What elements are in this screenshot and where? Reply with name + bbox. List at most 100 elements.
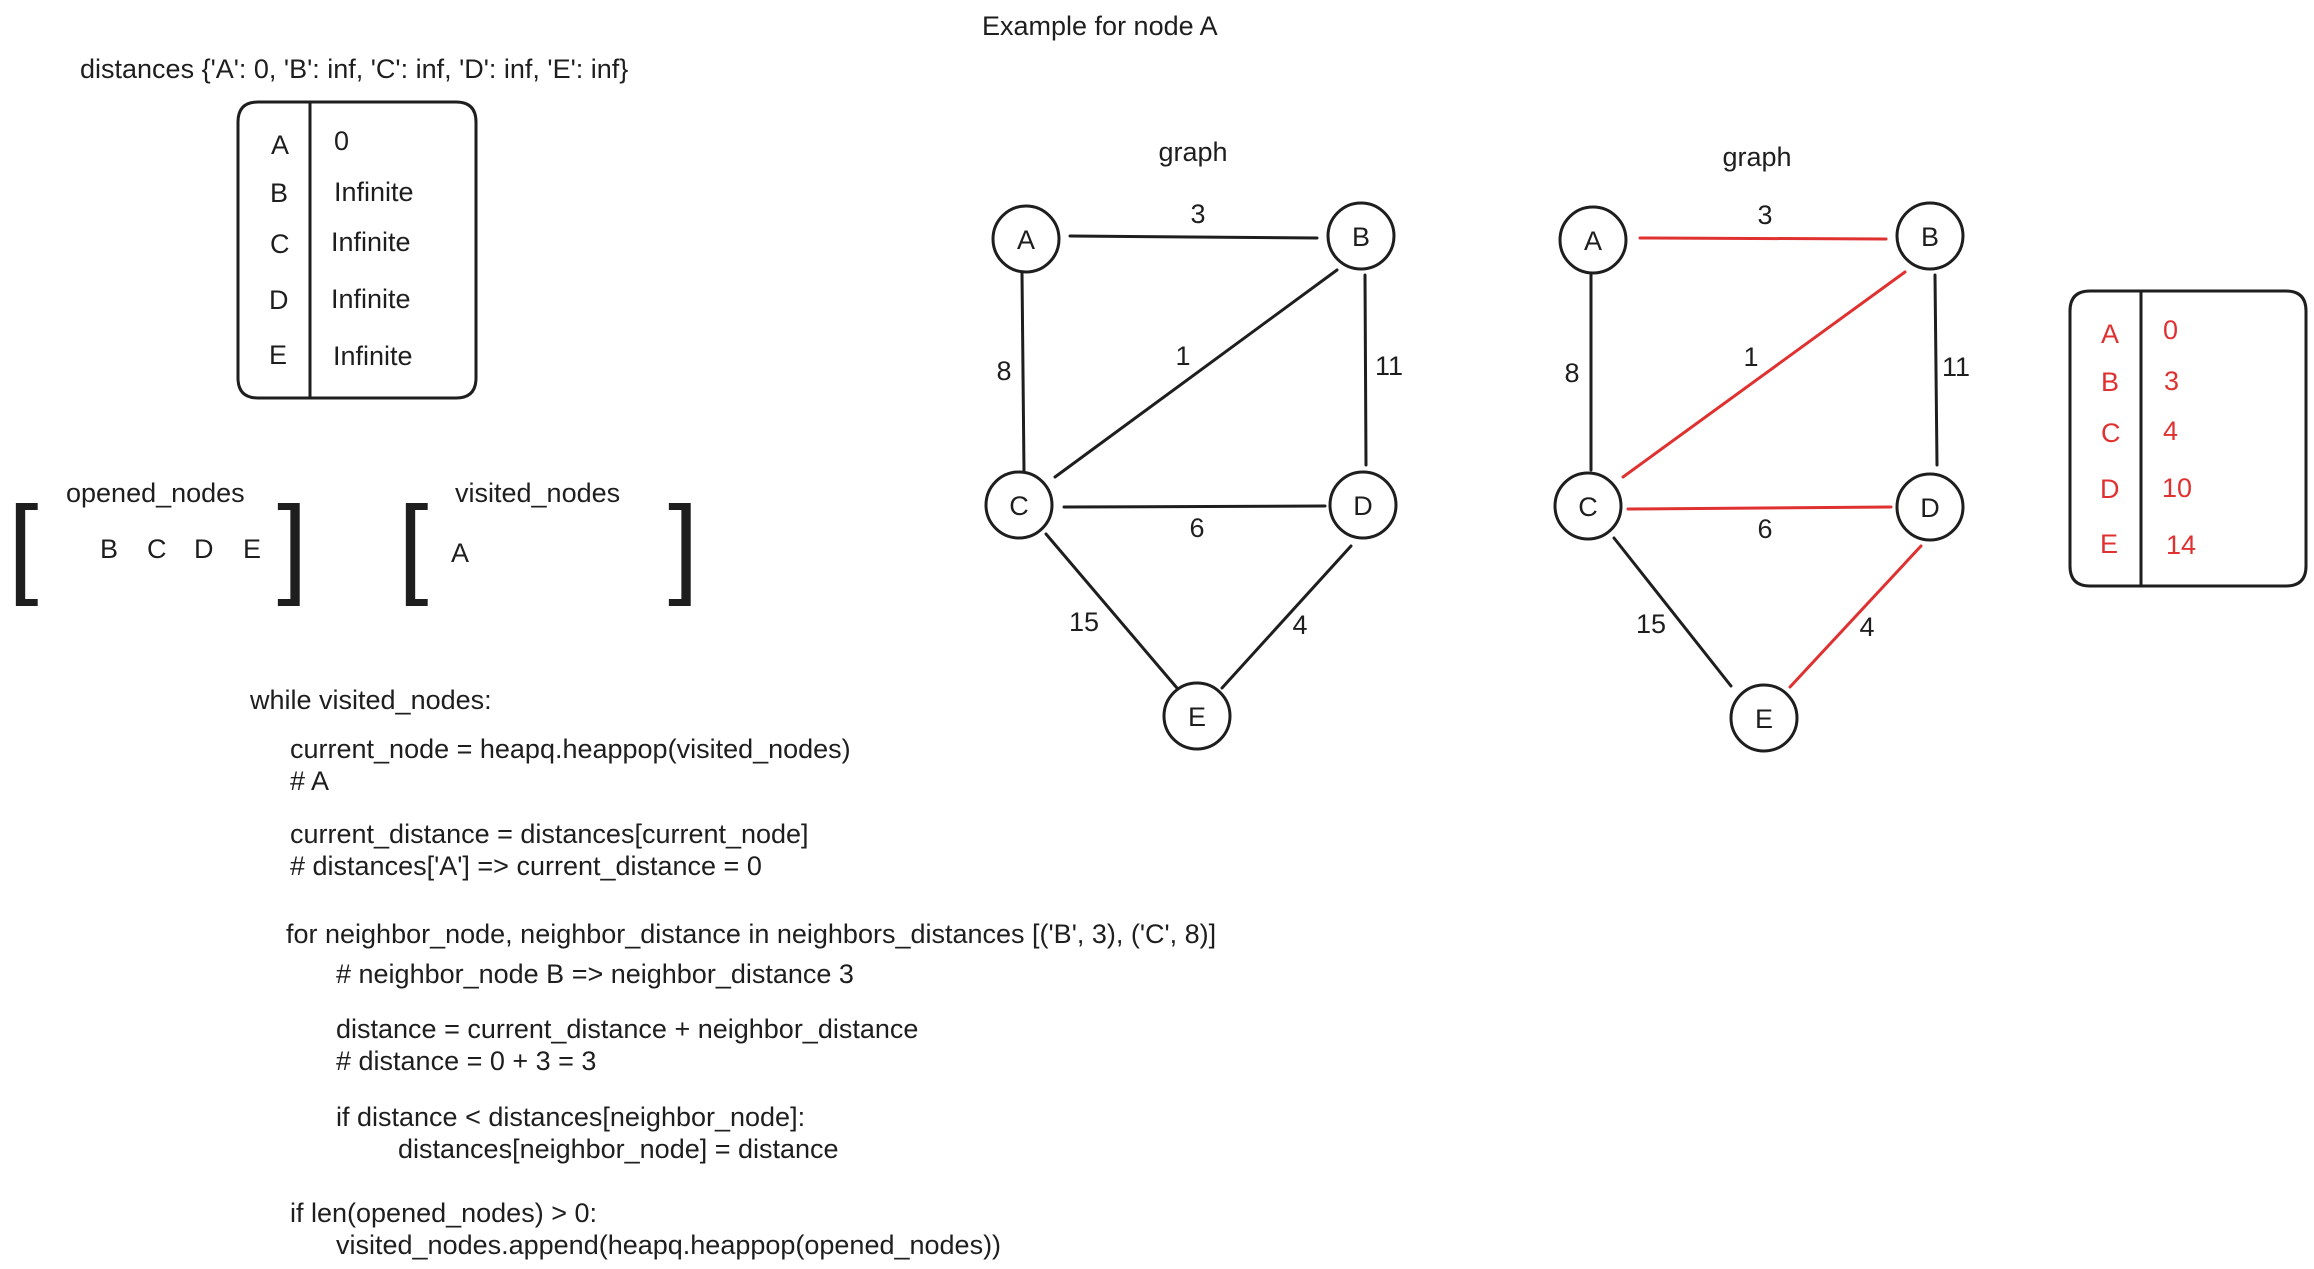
graph2-edge-weight-c-d: 6: [1757, 514, 1772, 544]
graph1-edge-weight-d-e: 4: [1292, 610, 1307, 640]
graph1-edge-b-d: [1363, 273, 1368, 467]
table1-node-d: D: [269, 285, 289, 315]
graph1-edge-c-d: [1062, 504, 1327, 509]
graph-left-title: graph: [1158, 137, 1227, 167]
graph2-edge-weight-b-c: 1: [1743, 342, 1758, 372]
table2-node-a: A: [2101, 319, 2120, 349]
table1-node-e: E: [269, 340, 288, 370]
visited-open-bracket: [: [398, 484, 429, 607]
code-line: for neighbor_node, neighbor_distance in …: [286, 919, 1217, 949]
opened-node-e: E: [243, 534, 262, 564]
opened-close-bracket: ]: [277, 484, 308, 607]
graph1-edge-weight-b-d: 11: [1375, 351, 1403, 381]
graph2-edge-d-e: [1788, 544, 1923, 689]
graph2-edge-weight-d-e: 4: [1859, 612, 1874, 642]
opened-nodes-label: opened_nodes: [66, 478, 245, 508]
graph1-node-label-d: D: [1353, 491, 1373, 521]
graph1-edge-weight-a-b: 3: [1190, 199, 1205, 229]
graph2-node-label-c: C: [1578, 492, 1598, 522]
graph1-edge-d-e: [1220, 544, 1353, 690]
graph1-edge-weight-a-c: 8: [996, 356, 1011, 386]
table2-value-b: 3: [2164, 366, 2180, 396]
graph1-edge-a-c: [1020, 271, 1026, 474]
graph-right-title: graph: [1722, 142, 1791, 172]
graph1-node-circle-c: [984, 470, 1054, 540]
table1-value-a: 0: [334, 126, 350, 156]
graph2-node-circle-e: [1729, 683, 1799, 753]
visited-close-bracket: ]: [668, 484, 699, 607]
table2-value-a: 0: [2163, 315, 2179, 345]
graph1-edge-c-e: [1044, 532, 1179, 690]
graph1-node-circle-a: [991, 204, 1061, 274]
graph2-node-circle-c: [1553, 471, 1623, 541]
graph2-edge-a-b: [1638, 236, 1888, 241]
graph1-edge-weight-c-e: 15: [1069, 607, 1099, 637]
graph1-node-circle-d: [1328, 470, 1398, 540]
table2-value-e: 14: [2166, 530, 2197, 560]
graph2-edge-c-d: [1626, 505, 1893, 511]
code-line: # neighbor_node B => neighbor_distance 3: [336, 959, 854, 989]
graph1-node-label-e: E: [1188, 702, 1206, 732]
graph1-edge-weight-c-d: 6: [1189, 513, 1204, 543]
table1-node-a: A: [271, 130, 290, 160]
graph1-edge-b-c: [1053, 268, 1339, 479]
code-line: # distances['A'] => current_distance = 0: [290, 851, 762, 881]
graph1-node-circle-e: [1162, 681, 1232, 751]
graph1-edge-weight-b-c: 1: [1175, 341, 1190, 371]
page-title: Example for node A: [982, 11, 1218, 41]
code-line: distances[neighbor_node] = distance: [398, 1134, 839, 1164]
code-line: current_distance = distances[current_nod…: [290, 819, 809, 849]
graph2-edge-b-d: [1933, 273, 1939, 467]
code-line: # distance = 0 + 3 = 3: [336, 1046, 597, 1076]
visited-nodes-label: visited_nodes: [455, 478, 621, 508]
graph2-edge-weight-c-e: 15: [1636, 609, 1666, 639]
graph1-edge-a-b: [1068, 234, 1319, 240]
graph2-node-circle-d: [1895, 472, 1965, 542]
graph2-edge-c-e: [1612, 536, 1733, 688]
code-line: current_node = heapq.heappop(visited_nod…: [290, 734, 851, 764]
table1-node-c: C: [270, 229, 290, 259]
code-line: visited_nodes.append(heapq.heappop(opene…: [336, 1230, 1002, 1260]
code-line: # A: [290, 766, 330, 796]
graph2-edge-weight-a-c: 8: [1564, 358, 1579, 388]
graph2-edge-weight-b-d: 11: [1942, 352, 1970, 382]
code-line: while visited_nodes:: [250, 685, 492, 715]
graph2-node-label-e: E: [1755, 704, 1773, 734]
graph2-node-label-b: B: [1921, 222, 1939, 252]
opened-node-d: D: [194, 534, 214, 564]
table2-node-c: C: [2101, 418, 2121, 448]
table2-value-c: 4: [2163, 416, 2179, 446]
table2-node-d: D: [2100, 474, 2120, 504]
opened-node-b: B: [100, 534, 119, 564]
graph1-node-label-c: C: [1009, 491, 1029, 521]
graph1-node-label-b: B: [1352, 222, 1370, 252]
table2-node-e: E: [2100, 529, 2119, 559]
opened-node-c: C: [147, 534, 167, 564]
distances-label: distances {'A': 0, 'B': inf, 'C': inf, '…: [80, 54, 629, 84]
table1-value-c: Infinite: [331, 227, 411, 257]
table1-frame: [236, 100, 478, 400]
table1-value-b: Infinite: [334, 177, 414, 207]
visited-node-a: A: [451, 538, 470, 568]
code-line: distance = current_distance + neighbor_d…: [336, 1014, 919, 1044]
table1-value-e: Infinite: [333, 341, 413, 371]
graph1-node-circle-b: [1326, 201, 1396, 271]
table1-value-d: Infinite: [331, 284, 411, 314]
table2-node-b: B: [2101, 367, 2120, 397]
table2-value-d: 10: [2162, 473, 2193, 503]
code-line: if len(opened_nodes) > 0:: [290, 1198, 597, 1228]
graph1-node-label-a: A: [1017, 225, 1035, 255]
graph2-edge-b-c: [1621, 270, 1907, 479]
graph2-node-circle-a: [1558, 205, 1628, 275]
graph2-edge-weight-a-b: 3: [1757, 200, 1772, 230]
table2-frame: [2068, 289, 2308, 588]
code-line: if distance < distances[neighbor_node]:: [336, 1102, 806, 1132]
graph2-node-label-d: D: [1920, 493, 1940, 523]
table1-node-b: B: [270, 178, 289, 208]
graph2-node-label-a: A: [1584, 226, 1602, 256]
opened-open-bracket: [: [8, 484, 39, 607]
graph2-node-circle-b: [1895, 201, 1965, 271]
